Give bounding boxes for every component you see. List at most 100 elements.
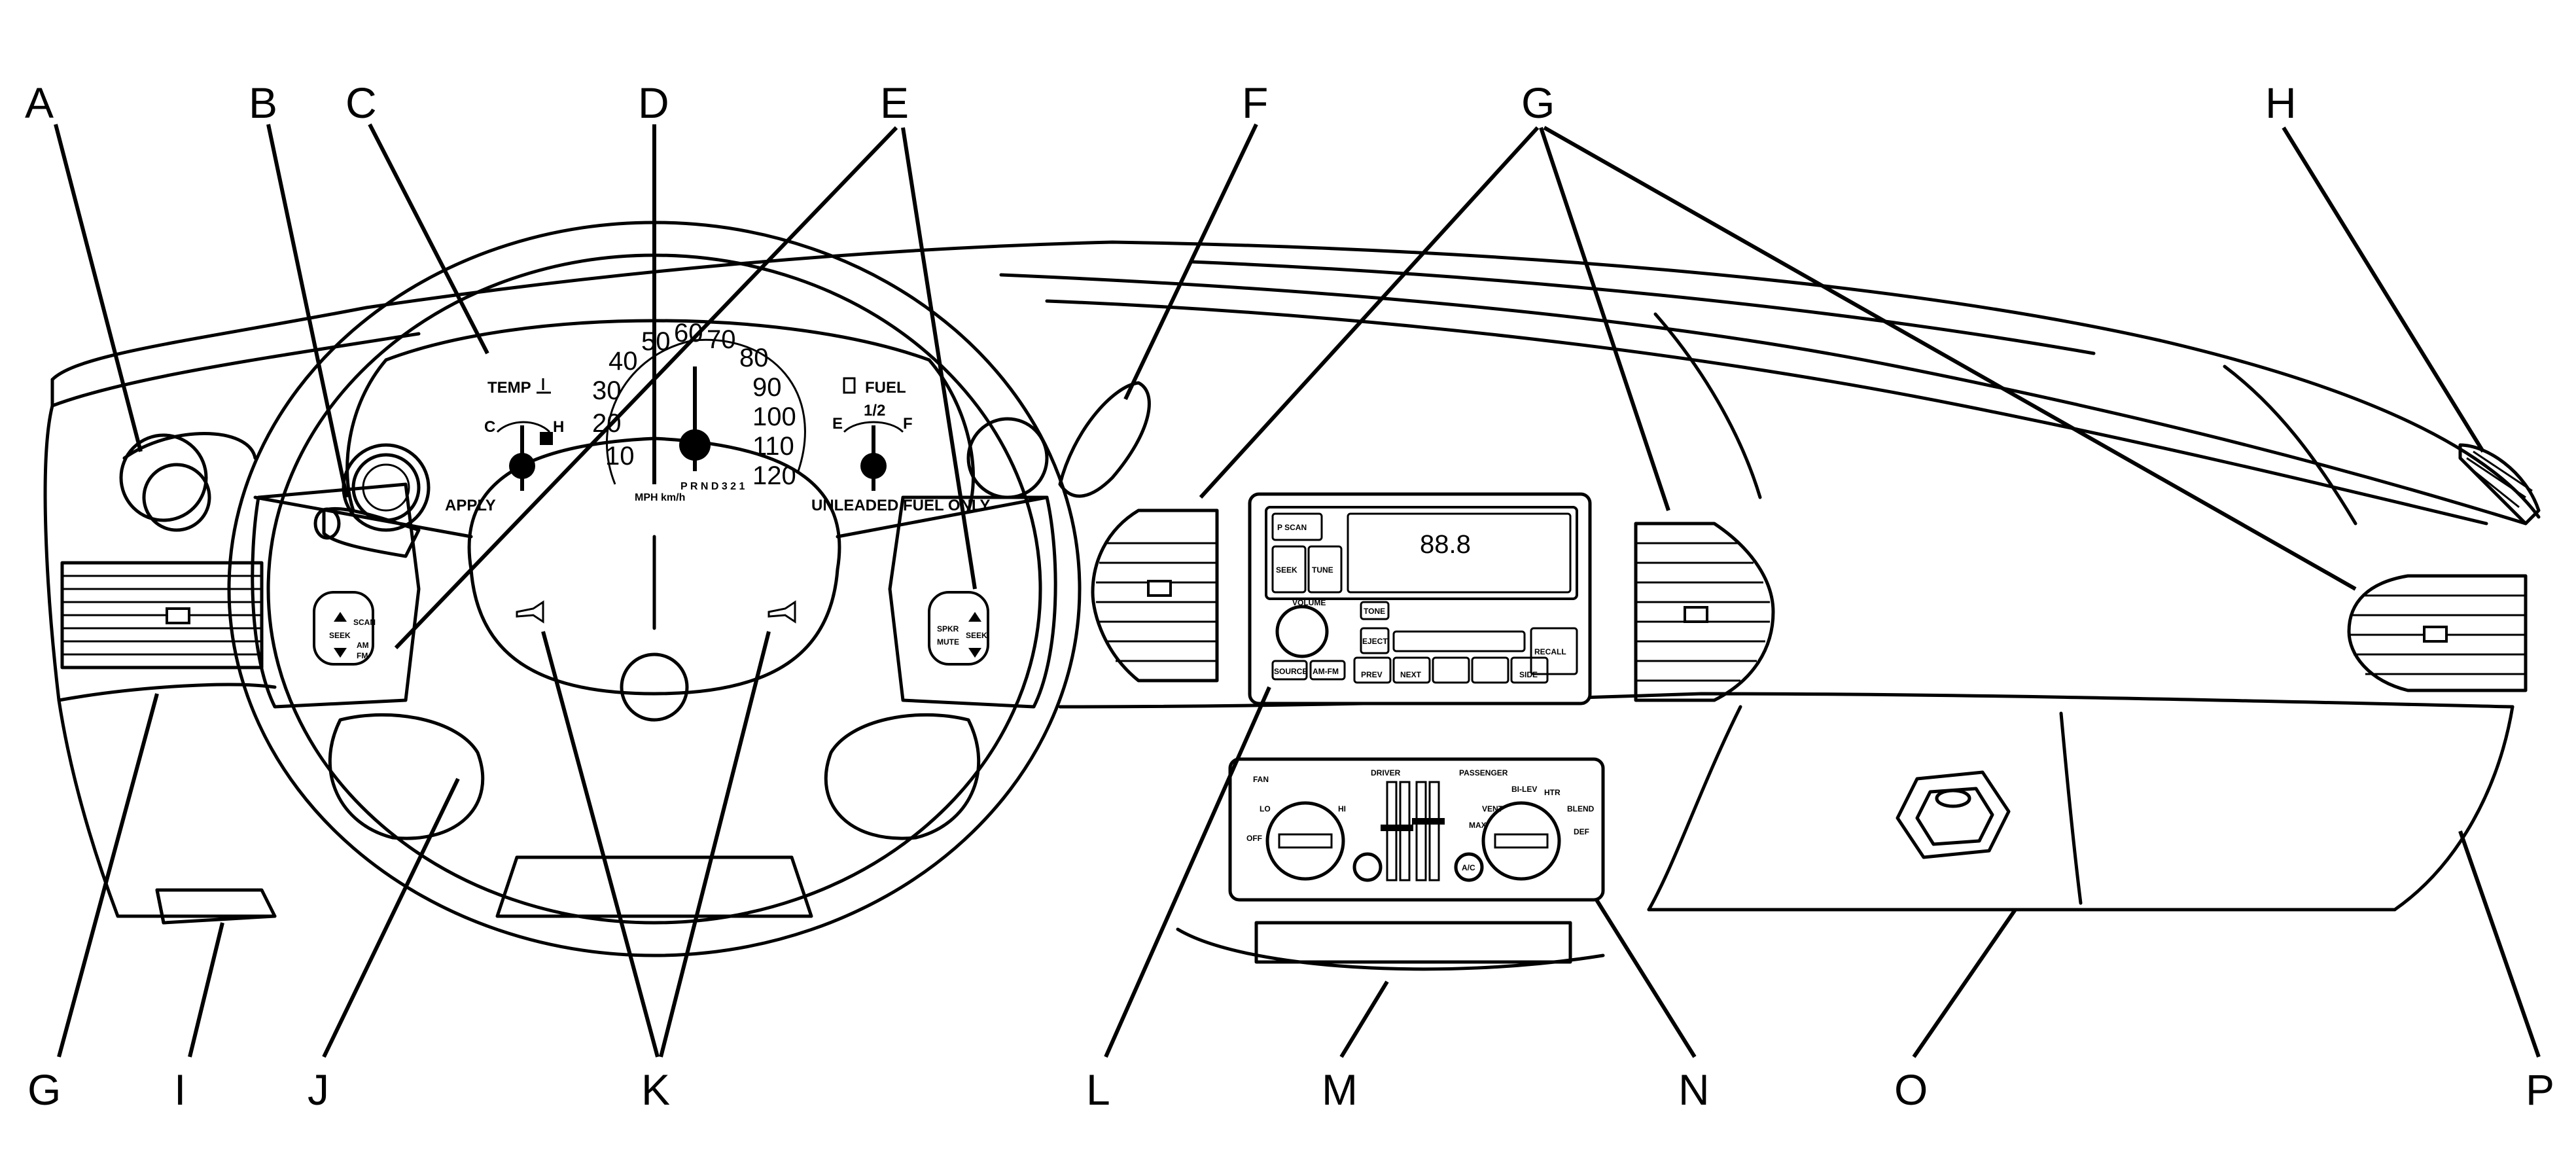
speed-110: 110	[752, 432, 794, 461]
climate-control-panel: FAN LO HI OFF DRIVER A/C PASSENGER VENT …	[1228, 757, 1605, 902]
speed-40: 40	[609, 347, 638, 376]
label-mute: MUTE	[937, 637, 959, 647]
right-air-vent	[2347, 574, 2528, 692]
center-right-air-vent	[1634, 522, 1775, 702]
gear-indicator: P R N D 3 2 1	[680, 481, 745, 492]
label-passenger: PASSENGER	[1459, 768, 1508, 777]
callout-e: E	[880, 79, 909, 127]
eject-button[interactable]	[1360, 627, 1390, 654]
prev-button[interactable]	[1353, 656, 1392, 684]
fuel-e: E	[832, 415, 843, 433]
horn-icon	[516, 600, 544, 624]
callout-g-top: G	[1521, 79, 1555, 127]
label-max: MAX	[1469, 821, 1487, 830]
label-temp: TEMP	[487, 379, 531, 397]
fuel-needle	[872, 425, 875, 491]
callout-g-bottom: G	[27, 1065, 61, 1114]
label-fan: FAN	[1253, 775, 1269, 784]
coolant-icon	[537, 378, 551, 394]
label-seek: SEEK	[1276, 565, 1297, 575]
label-bilev: BI-LEV	[1511, 785, 1537, 794]
speed-100: 100	[752, 402, 796, 431]
up-arrow-icon	[968, 612, 981, 622]
tone-button[interactable]	[1360, 601, 1390, 620]
callout-b: B	[249, 79, 277, 127]
instrument-cluster: TEMP C H APPLY 10 20 30 40 50 60 70 80 9…	[342, 319, 1049, 532]
label-tune: TUNE	[1312, 565, 1333, 575]
seek-button[interactable]	[1271, 545, 1307, 594]
label-scan: SCAN	[353, 618, 376, 627]
cassette-slot	[1392, 630, 1526, 652]
label-driver: DRIVER	[1371, 768, 1401, 777]
label-source: SOURCE	[1274, 667, 1307, 676]
recirc-button[interactable]	[1352, 852, 1383, 882]
label-lo: LO	[1260, 804, 1271, 813]
callout-j: J	[308, 1065, 329, 1114]
fuel-pump-icon	[843, 377, 856, 394]
passenger-temp-slider[interactable]	[1415, 781, 1427, 882]
horn-icon	[768, 600, 796, 624]
side-button[interactable]	[1510, 656, 1549, 684]
callout-l: L	[1086, 1065, 1110, 1114]
label-eject: EJECT	[1362, 637, 1388, 646]
callout-h: H	[2265, 79, 2297, 127]
steering-wheel	[227, 221, 1082, 957]
rewind-button[interactable]	[1432, 656, 1470, 684]
recall-button[interactable]	[1530, 627, 1578, 675]
label-apply: APPLY	[445, 497, 496, 514]
volume-knob[interactable]	[1275, 605, 1329, 658]
left-air-vent	[60, 561, 264, 669]
temp-needle	[520, 425, 524, 491]
speed-90: 90	[752, 373, 782, 402]
steering-wheel-left-controls: SCAN SEEK AM FM	[313, 591, 376, 666]
callout-a: A	[25, 79, 54, 127]
callout-f: F	[1242, 79, 1268, 127]
speed-120: 120	[752, 461, 796, 490]
label-spkr: SPKR	[937, 624, 959, 633]
turn-signal-lever	[313, 507, 421, 558]
steering-wheel-right-controls: SPKR MUTE SEEK	[928, 591, 989, 666]
fast-forward-button[interactable]	[1471, 656, 1509, 684]
next-button[interactable]	[1392, 656, 1431, 684]
label-fuel: FUEL	[865, 379, 906, 397]
fuel-f: F	[903, 415, 913, 433]
callout-o: O	[1894, 1065, 1928, 1114]
label-mph: MPH	[635, 492, 658, 503]
label-am: AM	[357, 641, 369, 650]
radio-display	[1347, 512, 1572, 594]
callout-m: M	[1322, 1065, 1358, 1114]
callout-labels: A B C D E F G H G I J K L M N O P	[25, 79, 2554, 1114]
center-left-air-vent	[1091, 508, 1219, 683]
callout-d: D	[638, 79, 669, 127]
fuel-half: 1/2	[864, 402, 885, 419]
horn-icons	[516, 600, 796, 624]
source-button[interactable]	[1271, 660, 1308, 681]
label-hi: HI	[1338, 804, 1346, 813]
mode-knob[interactable]	[1481, 801, 1561, 881]
label-recall: RECALL	[1534, 647, 1566, 656]
label-tone: TONE	[1364, 607, 1385, 616]
label-htr: HTR	[1544, 788, 1561, 797]
temp-c: C	[484, 418, 495, 436]
callout-i: I	[174, 1065, 186, 1114]
speed-10: 10	[605, 442, 635, 471]
pscan-button[interactable]	[1271, 512, 1323, 541]
speed-30: 30	[592, 376, 622, 405]
tune-button[interactable]	[1307, 545, 1343, 594]
fan-knob[interactable]	[1265, 801, 1345, 881]
callout-p: P	[2526, 1065, 2554, 1114]
side-defogger-vent	[2458, 443, 2541, 526]
callout-c: C	[345, 79, 377, 127]
amfm-button[interactable]	[1309, 660, 1346, 681]
up-arrow-icon	[334, 612, 347, 622]
headlamp-switch	[119, 432, 257, 532]
label-seek-left: SEEK	[329, 631, 351, 640]
label-kmh: km/h	[661, 492, 685, 503]
ac-button[interactable]	[1454, 852, 1484, 882]
callout-k: K	[641, 1065, 670, 1114]
label-amfm: AM-FM	[1313, 667, 1339, 676]
temp-h: H	[553, 418, 564, 436]
speedometer-needle	[693, 366, 697, 471]
radio-unit: P SCAN SEEK TUNE 88.8 VOLUME TONE EJECT …	[1248, 492, 1592, 705]
